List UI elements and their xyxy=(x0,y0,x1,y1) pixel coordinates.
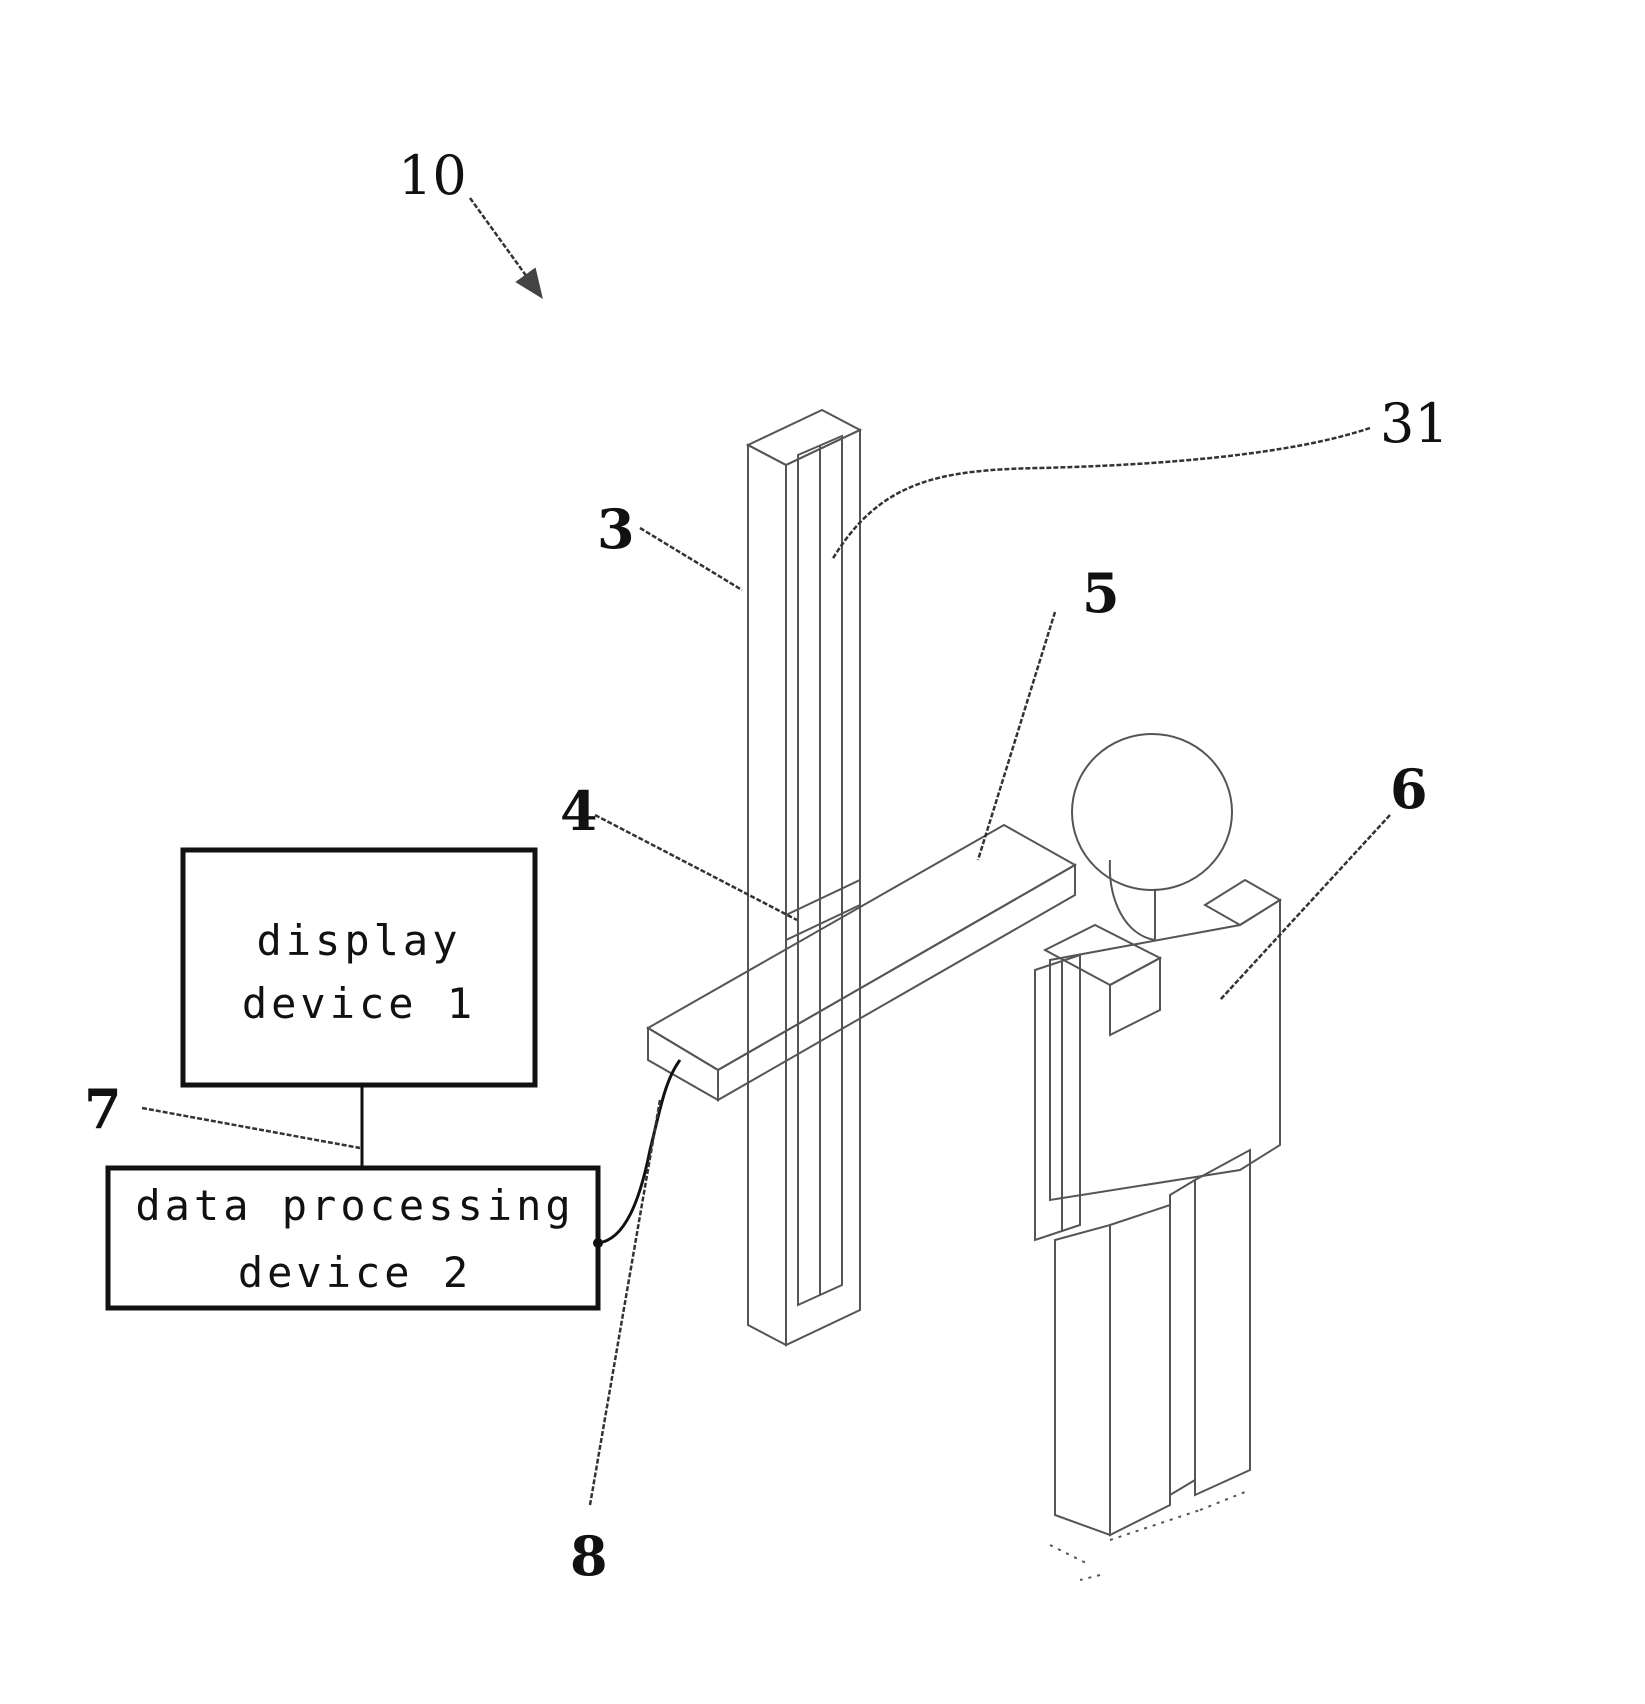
slider-leader xyxy=(595,815,797,920)
subject-leader xyxy=(1220,815,1390,1000)
wire-processor-label: 8 xyxy=(570,1524,608,1588)
system-label: 10 xyxy=(398,144,467,207)
column-leader xyxy=(640,528,742,590)
system-arrow xyxy=(470,198,540,295)
processing-device-line1: data processing xyxy=(135,1181,574,1230)
wire-display-leader xyxy=(142,1108,360,1148)
display-device-line1: display xyxy=(256,916,461,965)
arm-leader xyxy=(978,612,1055,860)
horizontal-arm xyxy=(648,825,1075,1100)
human-subject xyxy=(1035,734,1280,1580)
wire-arm-to-processor xyxy=(598,1060,680,1243)
data-processing-device-box: data processing device 2 xyxy=(108,1168,598,1308)
arm-sensor-face xyxy=(718,865,1075,1100)
display-device-box: display device 1 xyxy=(183,850,535,1085)
arm-label: 5 xyxy=(1082,561,1120,625)
subject-label: 6 xyxy=(1390,757,1428,821)
column-label: 3 xyxy=(597,497,635,561)
processing-device-line2: device 2 xyxy=(238,1248,472,1297)
slider-label: 4 xyxy=(560,779,598,843)
wire-display-label: 7 xyxy=(84,1077,122,1141)
groove-leader xyxy=(832,428,1370,560)
groove-label: 31 xyxy=(1380,392,1449,455)
display-device-line2: device 1 xyxy=(242,979,476,1028)
vertical-column xyxy=(748,410,860,1345)
wire-connector xyxy=(593,1238,603,1248)
